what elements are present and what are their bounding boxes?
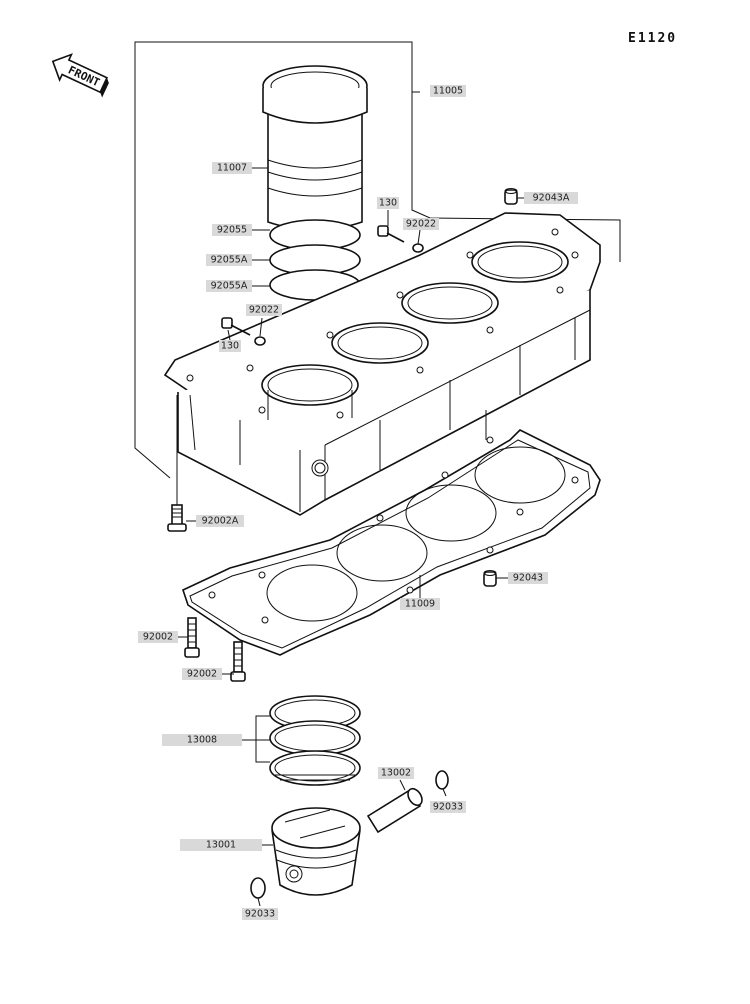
part-label-92002a: 92002A xyxy=(196,515,244,527)
part-label-130-left: 130 xyxy=(219,340,241,352)
part-label-11009: 11009 xyxy=(400,598,440,610)
washer-92022-top xyxy=(412,243,424,253)
svg-text:92002A: 92002A xyxy=(202,516,239,527)
svg-text:92055A: 92055A xyxy=(211,255,248,266)
svg-text:92043A: 92043A xyxy=(533,193,570,204)
svg-text:92002: 92002 xyxy=(187,669,217,680)
part-label-92055a-1: 92055A xyxy=(206,254,252,266)
svg-text:92055: 92055 xyxy=(217,225,247,236)
part-label-13001: 13001 xyxy=(180,839,262,851)
part-label-92055a-2: 92055A xyxy=(206,280,252,292)
svg-text:13002: 13002 xyxy=(381,768,411,779)
part-label-92043a: 92043A xyxy=(524,192,578,204)
svg-text:92002: 92002 xyxy=(143,632,173,643)
cylinder-liner xyxy=(262,65,368,231)
part-label-92055: 92055 xyxy=(212,224,252,236)
svg-text:130: 130 xyxy=(379,198,397,209)
part-label-11007: 11007 xyxy=(212,162,252,174)
svg-text:92022: 92022 xyxy=(406,219,436,230)
part-label-92022-top: 92022 xyxy=(403,218,439,230)
diagram-code: E1120 xyxy=(628,31,677,46)
bolt-130-left xyxy=(221,317,251,336)
part-label-92002-2: 92002 xyxy=(182,668,222,680)
svg-text:92033: 92033 xyxy=(433,802,463,813)
bolt-92002-upper xyxy=(184,617,200,658)
piston-ring-set xyxy=(255,695,361,786)
part-label-92033-right: 92033 xyxy=(430,801,466,813)
bolt-92002-lower xyxy=(230,641,246,682)
part-label-13002: 13002 xyxy=(378,767,414,779)
svg-text:92022: 92022 xyxy=(249,305,279,316)
svg-text:92055A: 92055A xyxy=(211,281,248,292)
part-label-130-top: 130 xyxy=(377,197,399,209)
part-label-92043: 92043 xyxy=(508,572,548,584)
svg-text:92033: 92033 xyxy=(245,909,275,920)
svg-text:11009: 11009 xyxy=(405,599,435,610)
cylinder-block xyxy=(163,212,601,516)
part-label-13008: 13008 xyxy=(162,734,242,746)
washer-92022-left xyxy=(254,336,266,346)
part-label-92033-bottom: 92033 xyxy=(242,908,278,920)
circlip-right xyxy=(435,770,449,790)
bolt-130-top xyxy=(377,225,405,243)
leader-lines xyxy=(178,167,524,907)
svg-text:130: 130 xyxy=(221,341,239,352)
piston-rings-upper xyxy=(269,219,361,301)
stud-bolt-92002a xyxy=(167,395,187,532)
piston-pin xyxy=(366,787,423,834)
dowel-pin-92043a xyxy=(504,188,518,205)
svg-text:13001: 13001 xyxy=(206,840,236,851)
group-bracket xyxy=(134,41,621,479)
svg-text:11005: 11005 xyxy=(433,86,463,97)
circlip-bottom xyxy=(250,877,266,899)
part-label-11005: 11005 xyxy=(430,85,466,97)
svg-text:11007: 11007 xyxy=(217,163,247,174)
head-gasket xyxy=(182,429,601,656)
svg-text:92043: 92043 xyxy=(513,573,543,584)
part-label-92022-left: 92022 xyxy=(246,304,282,316)
front-arrow-icon: FRONT xyxy=(51,53,109,98)
dowel-pin-92043 xyxy=(483,570,497,587)
svg-text:13008: 13008 xyxy=(187,735,217,746)
part-label-92002-1: 92002 xyxy=(138,631,178,643)
piston xyxy=(271,807,361,896)
